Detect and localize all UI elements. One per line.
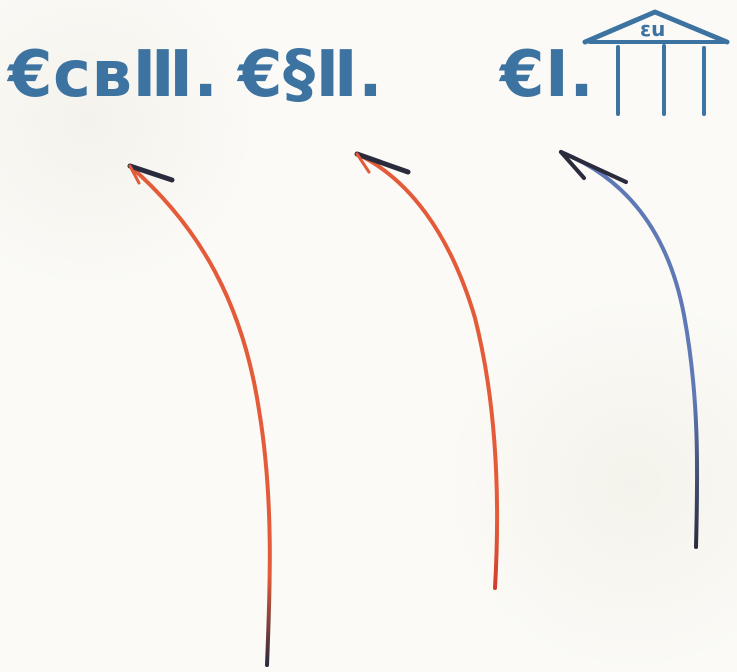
right-label: €Ⅰ. bbox=[498, 38, 594, 112]
building-icon: εu bbox=[582, 9, 730, 116]
middle-arrowhead-lower bbox=[355, 152, 371, 174]
left-arrow bbox=[127, 163, 272, 667]
right-arrowhead-lower bbox=[559, 150, 586, 180]
middle-arrow-shaft bbox=[355, 152, 500, 590]
right-arrowhead-upper bbox=[559, 150, 628, 184]
right-arrow bbox=[559, 150, 700, 549]
left-arrow-shaft bbox=[128, 164, 272, 667]
middle-arrow bbox=[354, 151, 500, 590]
left-label: €cвⅢ. bbox=[6, 38, 218, 112]
middle-arrowhead-upper bbox=[354, 151, 411, 175]
building-roof-text: εu bbox=[640, 17, 665, 41]
left-arrowhead-lower bbox=[128, 164, 141, 185]
building-roof bbox=[582, 9, 730, 45]
header-labels: €cвⅢ. €§Ⅱ. €Ⅰ. εu bbox=[6, 9, 730, 116]
middle-label: €§Ⅱ. bbox=[236, 38, 383, 112]
right-arrow-shaft bbox=[559, 150, 700, 549]
left-arrowhead-upper bbox=[127, 163, 175, 183]
